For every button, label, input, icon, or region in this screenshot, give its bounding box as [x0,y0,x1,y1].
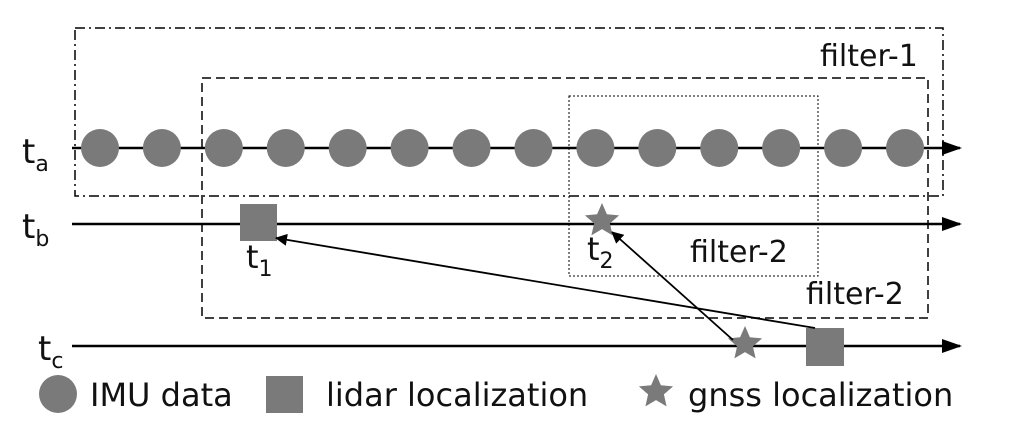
imu-sample [576,129,615,167]
gnss-delay-arrow [611,231,734,341]
lidar-square-tc [806,328,844,366]
filter-2-outer-label: filter-2 [806,277,904,312]
time-marker-t1: t1 [246,238,273,282]
filter-1-box [74,27,944,197]
imu-samples [81,129,924,167]
imu-sample [204,129,243,167]
lidar-square-t1 [240,204,277,241]
imu-sample [328,129,367,167]
filter-1-label: filter-1 [820,39,918,74]
legend-imu-label: IMU data [90,376,233,414]
legend: IMU data lidar localization gnss localiz… [39,374,953,414]
filter-2-inner-box [568,95,819,277]
timeline-a-label: ta [22,132,49,177]
legend-gnss-icon [638,374,674,407]
legend-lidar-icon [266,376,303,413]
imu-sample [514,129,553,167]
legend-gnss-label: gnss localization [688,376,953,414]
timeline-b-label: tb [22,207,49,252]
imu-sample [886,129,924,167]
time-marker-t2: t2 [587,230,614,274]
legend-lidar-label: lidar localization [326,376,588,414]
gnss-star-tc [727,326,763,359]
imu-sample [824,129,863,167]
imu-sample [81,129,119,167]
imu-sample [762,129,801,167]
imu-sample [142,129,181,167]
timeline-c-label: tc [38,329,63,374]
legend-imu-icon [39,375,77,413]
filter-2-inner-label: filter-2 [690,235,788,270]
lidar-delay-arrow [275,233,816,329]
imu-sample [638,129,677,167]
imu-sample [266,129,305,167]
imu-sample [700,129,739,167]
filter-2-outer-box [201,77,929,319]
gnss-star-t2 [584,203,620,236]
imu-sample [390,129,429,167]
imu-sample [452,129,491,167]
